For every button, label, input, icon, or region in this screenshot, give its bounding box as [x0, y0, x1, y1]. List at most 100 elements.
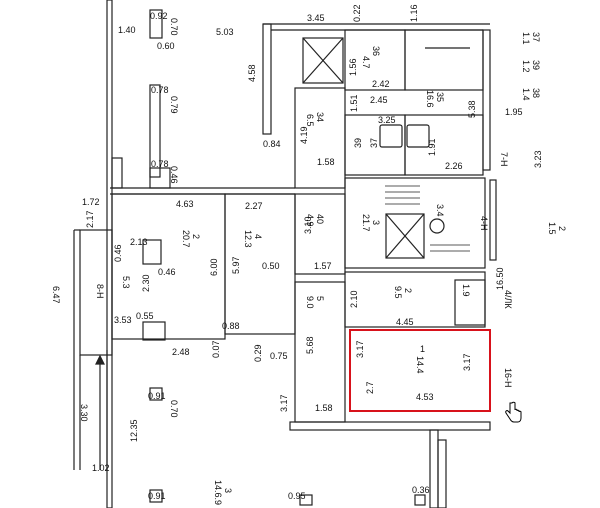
- room-number: 4: [253, 234, 263, 240]
- room-area: 6.5: [305, 114, 315, 127]
- wall: [262, 23, 272, 135]
- dimension-label: 0.55: [136, 311, 154, 321]
- room-number: 34: [315, 112, 325, 123]
- dimension-label: 0.07: [211, 340, 221, 358]
- wall: [289, 421, 491, 431]
- dimension-label: 1.51: [349, 94, 359, 112]
- wall: [111, 157, 123, 189]
- elevator: [385, 213, 425, 259]
- dimension-label: 0.78: [151, 85, 169, 95]
- dimension-label: 4.63: [176, 199, 194, 209]
- selected-room-width: 4.53: [416, 392, 434, 402]
- dimension-label: 3.10: [303, 216, 313, 234]
- dimension-label: 2.45: [370, 95, 388, 105]
- column: [142, 321, 166, 341]
- column: [149, 84, 161, 178]
- room-area: 16.6: [425, 90, 435, 108]
- dimension-label: 0.79: [169, 96, 179, 114]
- room-number: 2: [191, 234, 201, 240]
- room-number: 36: [371, 46, 381, 57]
- dimension-label: 0.95: [288, 491, 306, 501]
- dimension-label: 4.45: [396, 317, 414, 327]
- dimension-label: 1.16: [409, 4, 419, 22]
- dimension-label: 2.27: [245, 201, 263, 211]
- room-area: 3.4: [435, 204, 445, 217]
- dimension-label: 4.58: [247, 64, 257, 82]
- dimension-label: 0.50: [262, 261, 280, 271]
- dimension-label: 0.22: [352, 4, 362, 22]
- room-area: 1.5: [547, 222, 557, 235]
- dimension-label: 0.46: [113, 244, 123, 262]
- dimension-label: 0.70: [169, 400, 179, 418]
- dimension-label: 1.95: [505, 107, 523, 117]
- room-number: 39: [531, 60, 541, 71]
- dimension-label: 16.50: [495, 267, 505, 290]
- dimension-label: 1.72: [82, 197, 100, 207]
- room-number: 40: [315, 214, 325, 225]
- dimension-label: 1.91: [427, 138, 437, 156]
- dimension-label: 0.88: [222, 321, 240, 331]
- dimension-label: 0.60: [157, 41, 175, 51]
- room-code: 4/ЛК: [503, 290, 513, 309]
- dimension-label: 0.91: [148, 491, 166, 501]
- dimension-label: 2.48: [172, 347, 190, 357]
- room-area: 1.2: [521, 60, 531, 73]
- dimension-label: 0.75: [270, 351, 288, 361]
- dimension-label: 2.10: [349, 290, 359, 308]
- wall: [489, 179, 497, 261]
- room-number: 39: [353, 137, 363, 148]
- room-area: 12.3: [243, 230, 253, 248]
- room-number: 5: [315, 296, 325, 302]
- room: [454, 279, 486, 326]
- room-code: 8-Н: [95, 284, 105, 299]
- room-area: 21.7: [361, 214, 371, 232]
- room-area: 1.4: [521, 88, 531, 101]
- dimension-label: 2.30: [141, 274, 151, 292]
- wall: [429, 429, 439, 508]
- dimension-label: 3.53: [114, 315, 132, 325]
- column: [149, 9, 163, 39]
- dimension-label: 0.84: [263, 139, 281, 149]
- selected-room-left-side: 3.17: [355, 340, 365, 358]
- dimension-label: 0.29: [253, 344, 263, 362]
- dimension-label: 5.38: [467, 100, 477, 118]
- dimension-label: 0.46: [158, 267, 176, 277]
- dimension-label: 4.19: [299, 126, 309, 144]
- dimension-label: 0.46: [169, 166, 179, 184]
- dimension-label: 2.17: [85, 210, 95, 228]
- dimension-label: 3.23: [533, 150, 543, 168]
- dimension-label: 0.91: [148, 391, 166, 401]
- wall: [482, 29, 491, 171]
- dimension-label: 2.42: [372, 79, 390, 89]
- dimension-label: 2.26: [445, 161, 463, 171]
- selected-room-aux: 2.7: [365, 381, 375, 394]
- dimension-label: 3.45: [307, 13, 325, 23]
- room: [294, 193, 346, 275]
- room-area: 1.1: [521, 32, 531, 45]
- dimension-label: 3.30: [79, 404, 89, 422]
- room: [404, 114, 484, 176]
- room-number: 2: [557, 226, 567, 232]
- dimension-label: 5.68: [305, 336, 315, 354]
- room-area: 20.7: [181, 230, 191, 248]
- room-area: 4.7: [361, 56, 371, 69]
- room-number: 3: [371, 220, 381, 226]
- dimension-label: 1.02: [92, 463, 110, 473]
- room-code: 7-Н: [499, 152, 509, 167]
- dimension-label: 0.70: [169, 18, 179, 36]
- room: [79, 229, 113, 356]
- dimension-label: 1.56: [348, 58, 358, 76]
- selected-room-highlight[interactable]: [349, 329, 491, 412]
- room-area: 14.6.9: [213, 480, 223, 506]
- dimension-label: 1.58: [315, 403, 333, 413]
- room-area: 1.9: [461, 284, 471, 297]
- room-area: 9.0: [305, 296, 315, 309]
- room-code: 4-Н: [479, 216, 489, 231]
- dimension-label: 6.00: [209, 258, 219, 276]
- room-number: 35: [435, 92, 445, 103]
- room: [294, 281, 346, 423]
- stair: [404, 29, 484, 91]
- room-number: 37: [369, 137, 379, 148]
